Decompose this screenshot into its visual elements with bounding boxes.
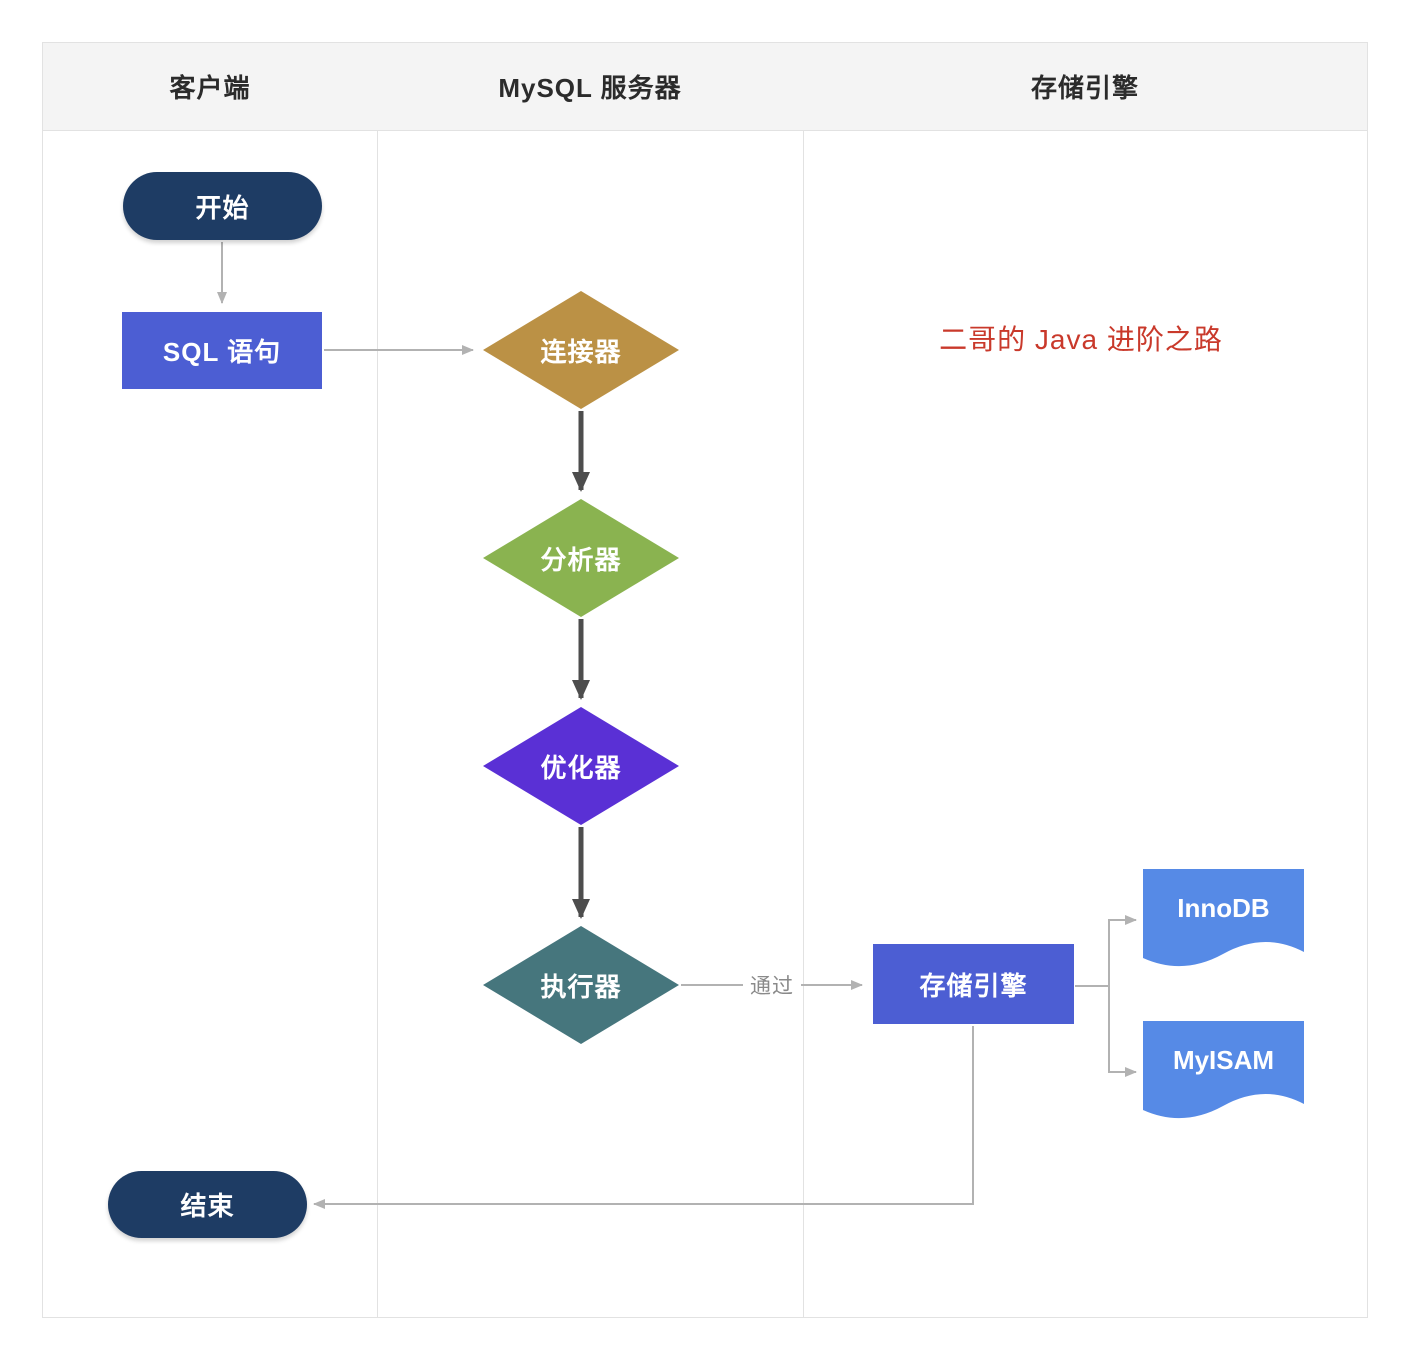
innodb-label: InnoDB — [1177, 892, 1270, 923]
pass-edge-label: 通过 — [743, 970, 801, 1000]
start-node: 开始 — [123, 172, 322, 240]
lane-header-client: 客户端 — [169, 73, 251, 103]
executor-label: 执行器 — [540, 971, 622, 1002]
sql-statement-label: SQL 语句 — [162, 337, 282, 367]
sql-statement-node: SQL 语句 — [122, 312, 322, 389]
analyzer-label: 分析器 — [540, 544, 622, 575]
myisam-document-node: MyISAM — [1143, 1021, 1304, 1122]
lane-divider — [377, 43, 378, 1317]
document-shape — [1143, 869, 1304, 967]
end-node-label: 结束 — [180, 1191, 235, 1221]
optimizer-label: 优化器 — [540, 752, 622, 783]
lane-header-storage-engine: 存储引擎 — [1030, 73, 1139, 103]
document-shape — [1143, 1021, 1304, 1119]
watermark-text: 二哥的 Java 进阶之路 — [939, 324, 1223, 355]
lane-header-mysql-server: MySQL 服务器 — [498, 73, 682, 103]
connector-label: 连接器 — [540, 336, 622, 367]
storage-engine-node: 存储引擎 — [873, 944, 1074, 1024]
myisam-label: MyISAM — [1172, 1044, 1275, 1075]
innodb-document-node: InnoDB — [1143, 869, 1304, 970]
lane-divider — [803, 43, 804, 1317]
storage-engine-label: 存储引擎 — [919, 970, 1028, 1001]
lane-header-row: 客户端 MySQL 服务器 存储引擎 — [43, 43, 1367, 131]
start-node-label: 开始 — [195, 192, 250, 223]
end-node: 结束 — [108, 1171, 307, 1238]
